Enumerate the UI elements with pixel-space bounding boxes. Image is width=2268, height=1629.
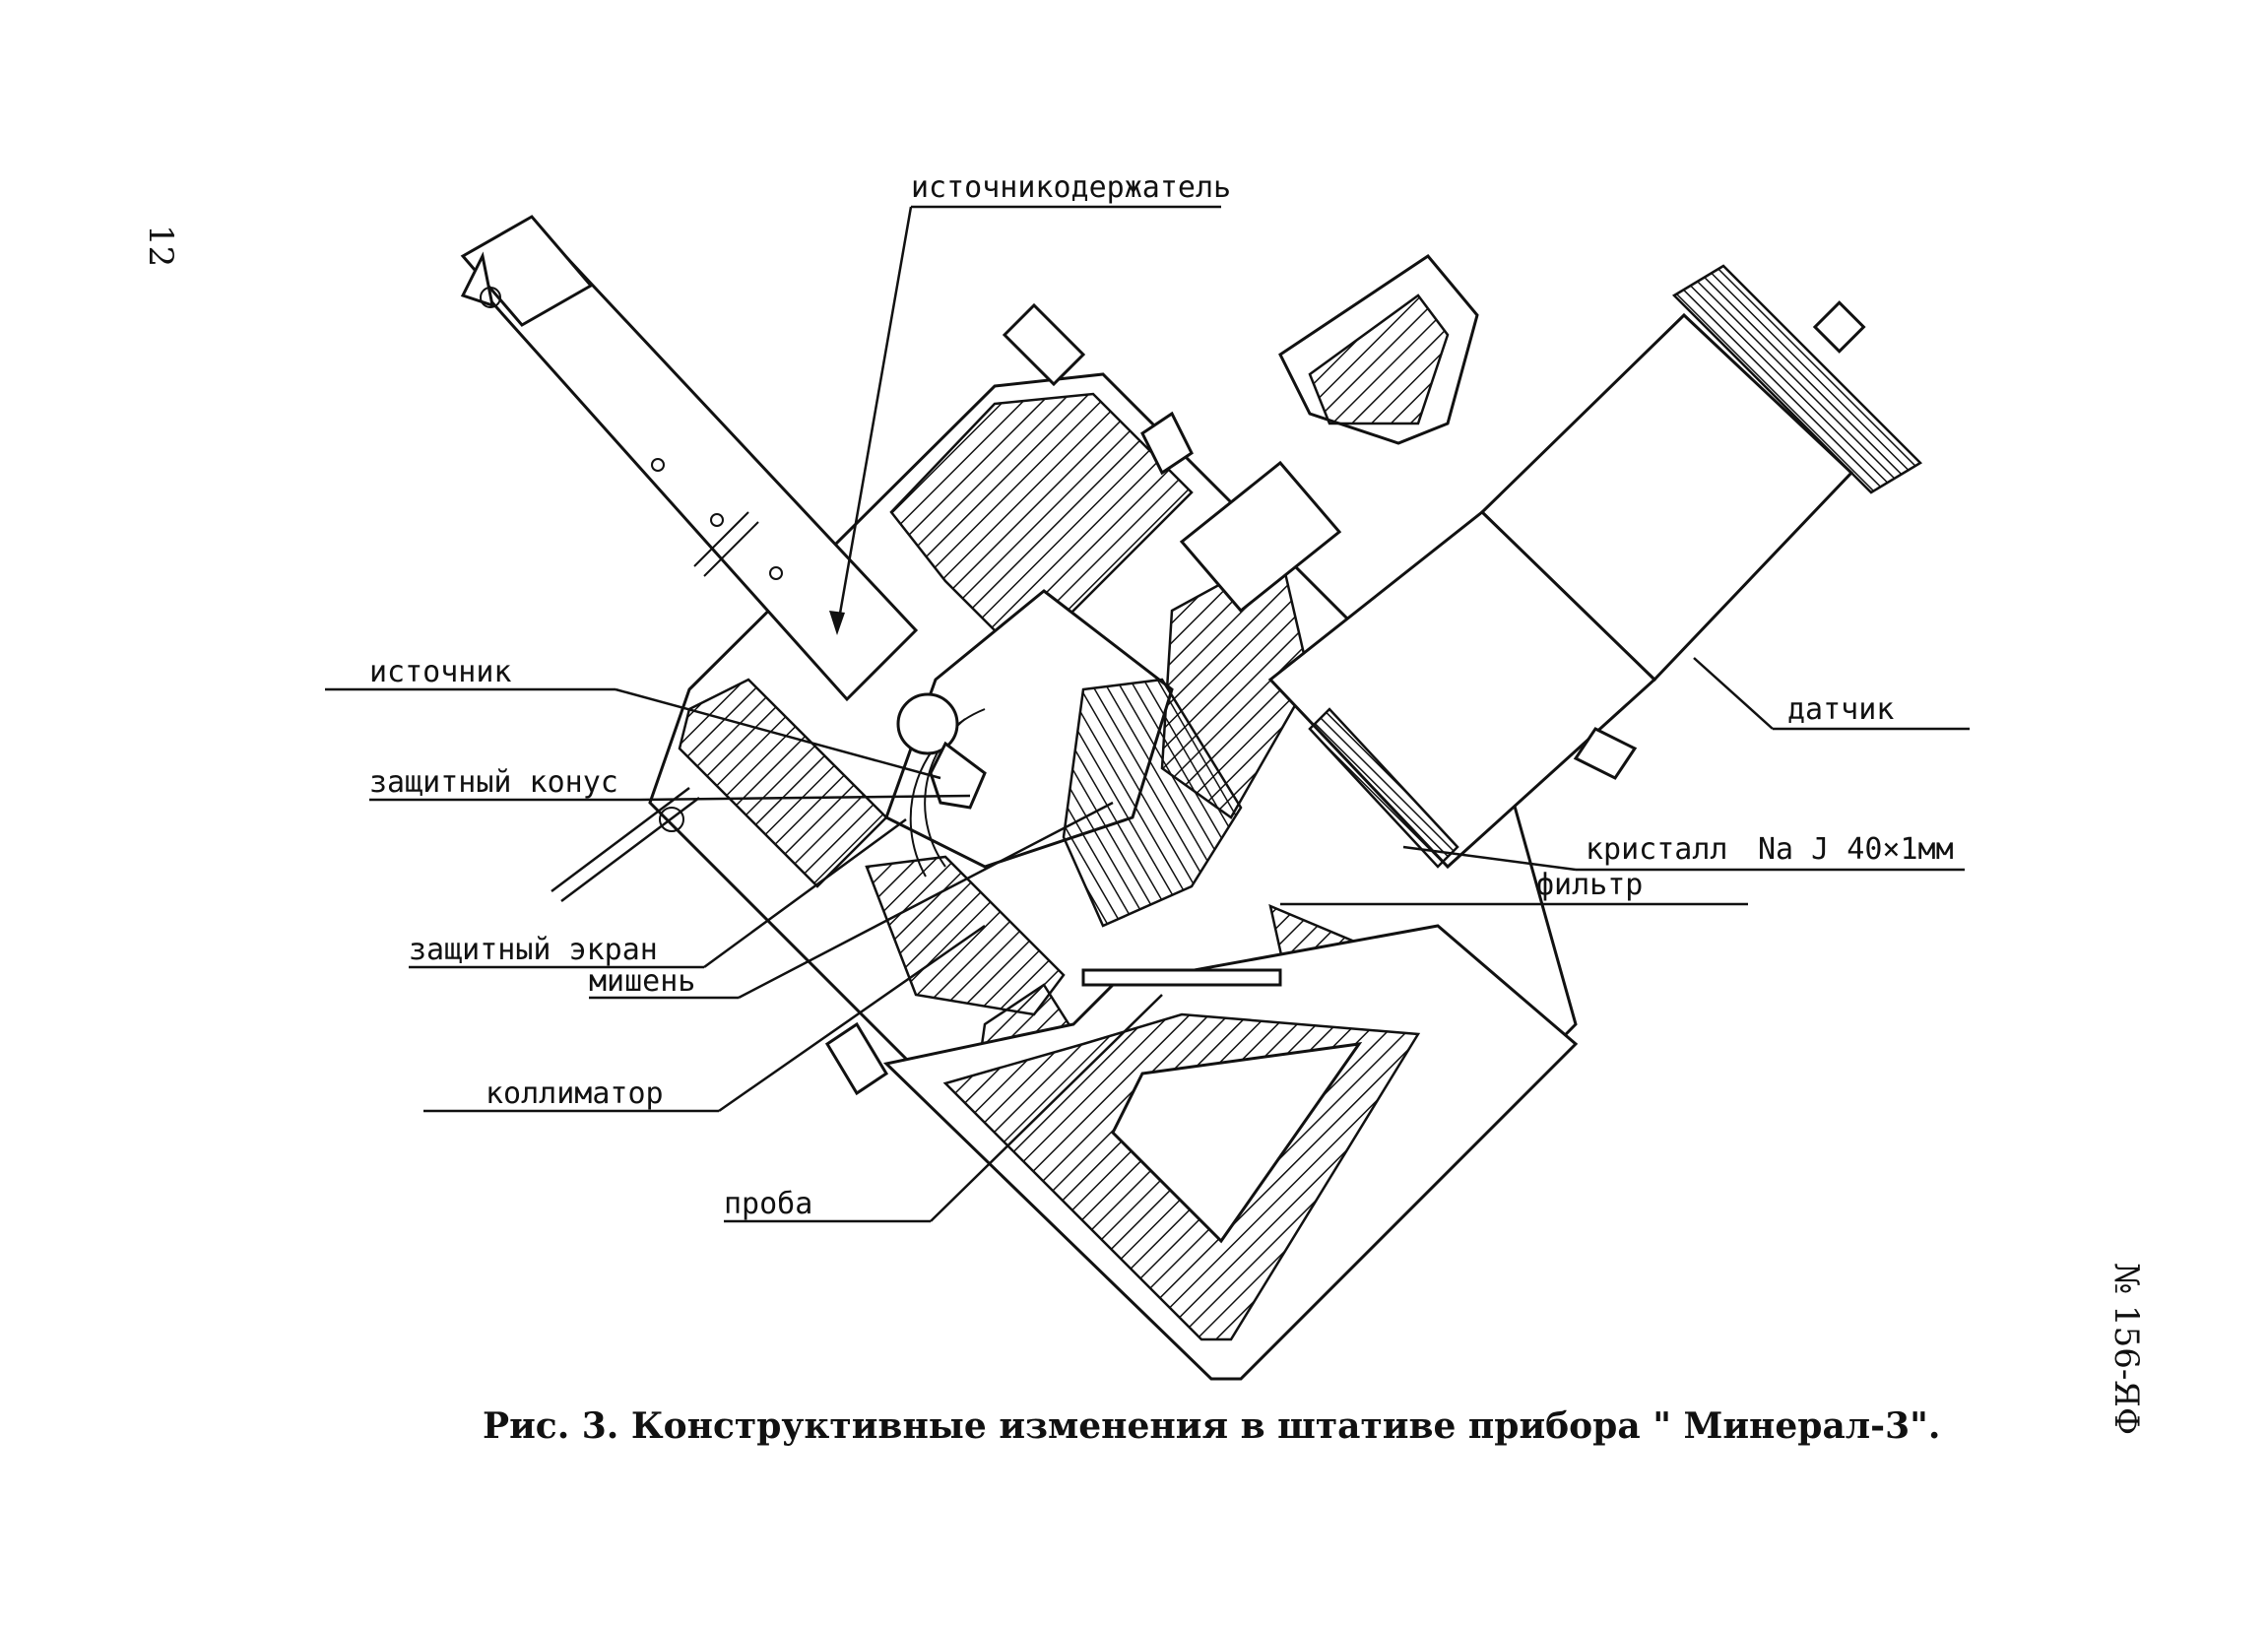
- label-filter: фильтр: [1536, 868, 1643, 902]
- lower-housing: [824, 924, 1579, 1381]
- source-holder: [460, 215, 987, 810]
- label-crystal-spec: Na J 40×1мм: [1758, 832, 1954, 867]
- label-source: источник: [369, 655, 512, 689]
- document-code: № 156-ЯФ: [2106, 1263, 2146, 1435]
- label-detector: датчик: [1787, 692, 1894, 727]
- leader-lines: [325, 205, 1970, 1223]
- detector-assembly: [1267, 264, 1923, 870]
- figure-caption: Рис. 3. Конструктивные изменения в штати…: [483, 1405, 1940, 1447]
- label-crystal: кристалл: [1586, 832, 1728, 867]
- label-target: мишень: [589, 964, 695, 999]
- label-collimator: коллиматор: [486, 1076, 664, 1111]
- page-number: 12: [141, 225, 180, 267]
- rod: [551, 787, 690, 892]
- upper-bracket: [1002, 254, 1479, 614]
- label-protective-cone: защитный конус: [369, 765, 618, 800]
- label-source-holder: источникодержатель: [911, 170, 1231, 205]
- instrument-drawing: [460, 215, 1923, 1381]
- label-protective-screen: защитный экран: [409, 933, 658, 967]
- label-sample: проба: [724, 1187, 812, 1221]
